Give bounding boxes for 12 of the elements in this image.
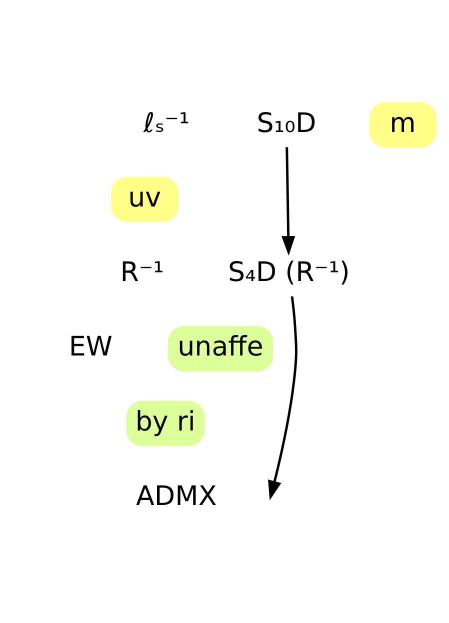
- label: ℓₛ⁻¹: [144, 108, 190, 139]
- label: m: [390, 108, 416, 139]
- node-text: S₁₀D: [256, 108, 316, 139]
- label: by ri: [135, 406, 196, 438]
- label: EW: [68, 332, 113, 363]
- label: R⁻¹: [120, 257, 164, 288]
- arrow: [268, 296, 298, 500]
- label: ADMX: [136, 480, 217, 512]
- label: uv: [128, 182, 162, 214]
- arrow: [281, 147, 296, 256]
- node-text: S₄D (R⁻¹): [228, 257, 350, 288]
- label: unaffe: [178, 332, 264, 363]
